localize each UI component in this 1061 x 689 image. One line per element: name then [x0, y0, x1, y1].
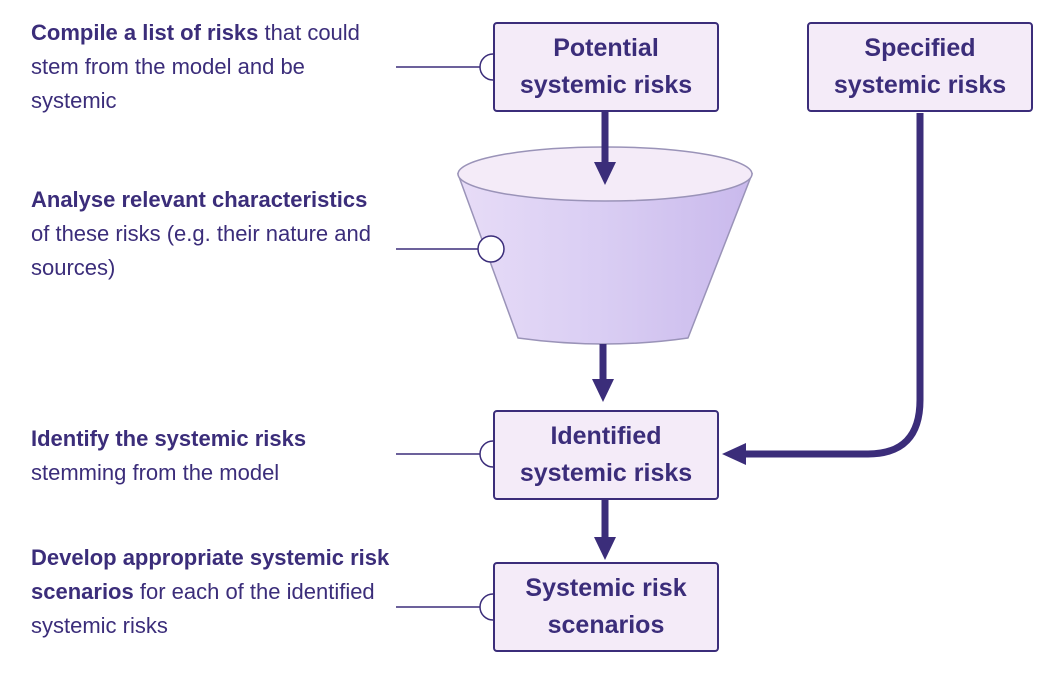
step-identify-text: Identify the systemic risks stemming fro…: [31, 422, 391, 490]
leader-line-analyse: [396, 235, 505, 263]
box-scenarios-line2: scenarios: [547, 611, 665, 639]
step-analyse-text: Analyse relevant characteristics of thes…: [31, 183, 391, 285]
box-specified-line2: systemic risks: [833, 71, 1007, 99]
arrow-funnel-to-identified: [592, 344, 614, 402]
step-develop-bold: Develop appropriate systemic risk scenar…: [31, 545, 390, 604]
step-develop-text: Develop appropriate systemic risk scenar…: [31, 541, 391, 643]
box-potential-line1: Potential: [553, 34, 659, 62]
arrow-potential-to-funnel: [594, 112, 616, 185]
box-identified-systemic-risks: Identified systemic risks: [493, 410, 719, 500]
box-identified-line2: systemic risks: [519, 459, 693, 487]
box-specified-systemic-risks: Specified systemic risks: [807, 22, 1033, 112]
step-compile-rest: that could stem from the model and be sy…: [31, 20, 360, 113]
step-compile-bold: Compile a list of risks: [31, 20, 259, 45]
leader-line-compile: [396, 53, 507, 81]
leader-line-develop: [396, 593, 507, 621]
step-identify-rest: stemming from the model: [31, 460, 280, 485]
step-identify-bold: Identify the systemic risks: [31, 426, 307, 451]
box-potential-line2: systemic risks: [519, 71, 693, 99]
box-identified-line1: Identified: [550, 422, 662, 450]
step-analyse-bold: Analyse relevant characteristics: [31, 187, 368, 212]
arrow-identified-to-scenarios: [594, 500, 616, 560]
step-compile-text: Compile a list of risks that could stem …: [31, 16, 391, 118]
leader-line-identify: [396, 440, 507, 468]
arrow-specified-to-identified: [722, 113, 924, 465]
box-systemic-risk-scenarios: Systemic risk scenarios: [493, 562, 719, 652]
step-analyse-rest: of these risks (e.g. their nature and so…: [31, 221, 371, 280]
box-scenarios-line1: Systemic risk: [525, 574, 687, 602]
step-develop-rest: for each of the identified systemic risk…: [31, 579, 375, 638]
box-specified-line1: Specified: [864, 34, 976, 62]
box-potential-systemic-risks: Potential systemic risks: [493, 22, 719, 112]
